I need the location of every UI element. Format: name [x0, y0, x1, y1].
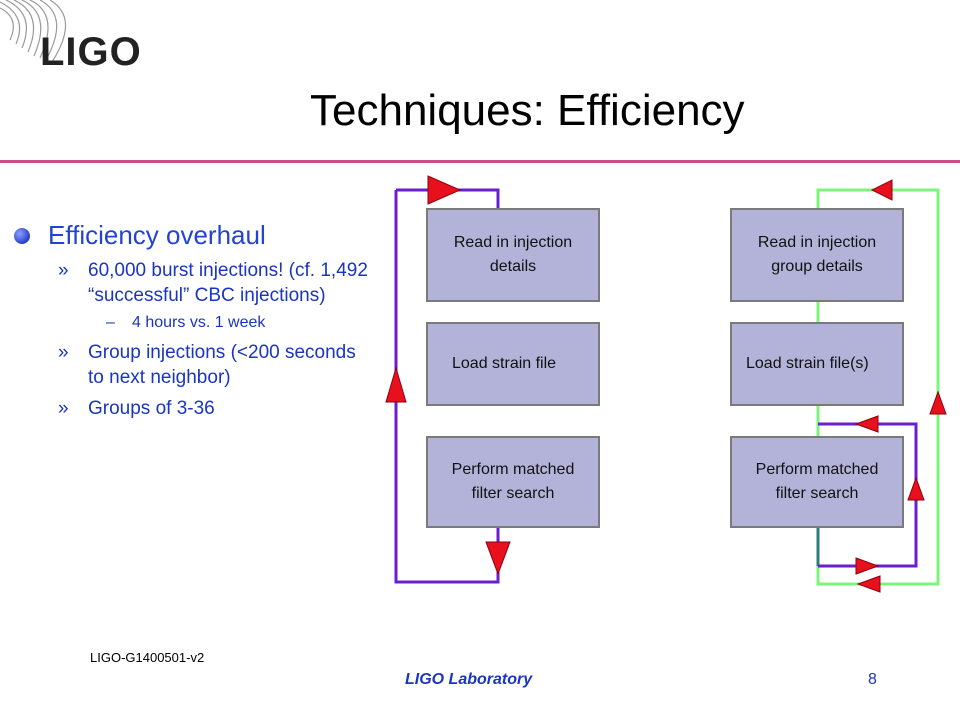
bullet-sub: » Group injections (<200 seconds to next… — [14, 340, 374, 390]
bullet-marker: » — [58, 342, 69, 363]
bullet-subsub: – 4 hours vs. 1 week — [14, 312, 374, 334]
bullet-sub: » 60,000 burst injections! (cf. 1,492 “s… — [14, 258, 374, 308]
bullet-marker: » — [58, 260, 69, 281]
arrow-up-icon — [385, 366, 407, 403]
right-outer-loop-line — [816, 188, 940, 586]
arrow-up-icon — [929, 390, 947, 415]
logo-text: LIGO — [40, 30, 142, 74]
arrow-left-icon — [854, 415, 879, 433]
box-label: Read in injection group details — [757, 234, 877, 275]
page-number: 8 — [868, 671, 877, 688]
bullet-sub: » Groups of 3-36 — [14, 396, 374, 421]
arrow-down-icon — [485, 541, 511, 576]
bullet-main: Efficiency overhaul — [14, 218, 374, 252]
bullet-dot-icon — [14, 228, 30, 244]
arrow-right-icon — [855, 557, 880, 575]
bullet-list: Efficiency overhaul » 60,000 burst injec… — [14, 218, 374, 421]
bullet-marker: » — [58, 398, 69, 419]
footer-lab-name: LIGO Laboratory — [405, 671, 533, 688]
box-label: Load strain file — [452, 355, 557, 372]
right-box-load-strain: Load strain file(s) — [730, 322, 904, 406]
arrow-right-icon — [427, 175, 462, 205]
arrow-up-icon — [907, 476, 925, 501]
left-box-matched-filter: Perform matched filter search — [426, 436, 600, 528]
bullet-sub-text: Groups of 3-36 — [88, 398, 215, 419]
right-box-read-group: Read in injection group details — [730, 208, 904, 302]
box-label: Load strain file(s) — [746, 355, 869, 372]
bullet-sub-text: Group injections (<200 seconds to next n… — [88, 342, 356, 388]
bullet-sub-text: 60,000 burst injections! (cf. 1,492 “suc… — [88, 260, 368, 306]
title-divider — [0, 160, 960, 163]
left-box-load-strain: Load strain file — [426, 322, 600, 406]
bullet-main-text: Efficiency overhaul — [48, 220, 266, 250]
right-box-matched-filter: Perform matched filter search — [730, 436, 904, 528]
bullet-marker: – — [106, 314, 115, 331]
slide-title: Techniques: Efficiency — [310, 86, 745, 135]
arrow-left-icon — [870, 179, 893, 201]
box-label: Read in injection details — [453, 234, 573, 275]
document-id: LIGO-G1400501-v2 — [90, 650, 205, 665]
ligo-logo-icon — [0, 0, 67, 63]
arrow-left-icon — [856, 575, 881, 593]
box-label: Perform matched filter search — [755, 461, 879, 502]
left-box-read-injection: Read in injection details — [426, 208, 600, 302]
bullet-subsub-text: 4 hours vs. 1 week — [132, 314, 266, 331]
box-label: Perform matched filter search — [451, 461, 575, 502]
